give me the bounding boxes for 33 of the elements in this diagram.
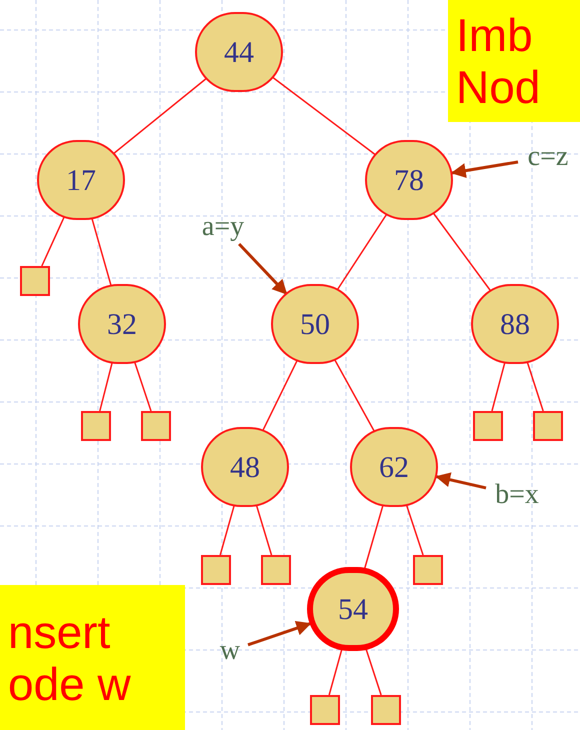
pointer-label: b=x	[486, 478, 548, 512]
tree-edge	[99, 362, 113, 412]
tree-edge	[256, 505, 272, 556]
tree-edge	[220, 506, 235, 556]
leaf-square	[533, 411, 563, 441]
tree-edge	[365, 649, 382, 696]
tree-edge	[432, 212, 492, 292]
leaf-square	[81, 411, 111, 441]
tree-edge	[491, 362, 506, 412]
leaf-square	[413, 555, 443, 585]
note-banner: Imb Nod	[448, 0, 580, 122]
tree-edge	[91, 218, 112, 286]
tree-edge	[272, 76, 376, 156]
leaf-square	[141, 411, 171, 441]
leaf-square	[473, 411, 503, 441]
pointer-label: a=y	[192, 210, 254, 244]
tree-edge	[406, 505, 424, 556]
tree-edge	[336, 214, 388, 290]
tree-edge	[328, 650, 342, 696]
pointer-label: c=z	[518, 140, 578, 174]
tree-edge	[364, 505, 384, 569]
leaf-square	[371, 695, 401, 725]
tree-edge	[134, 362, 152, 412]
leaf-square	[20, 266, 50, 296]
note-banner: nsert ode w	[0, 585, 185, 730]
arrow	[238, 242, 288, 295]
tree-edge	[113, 78, 207, 154]
leaf-square	[261, 555, 291, 585]
tree-edge	[334, 359, 375, 432]
pointer-label: w	[212, 634, 248, 668]
leaf-square	[201, 555, 231, 585]
leaf-square	[310, 695, 340, 725]
tree-edge	[526, 362, 544, 412]
